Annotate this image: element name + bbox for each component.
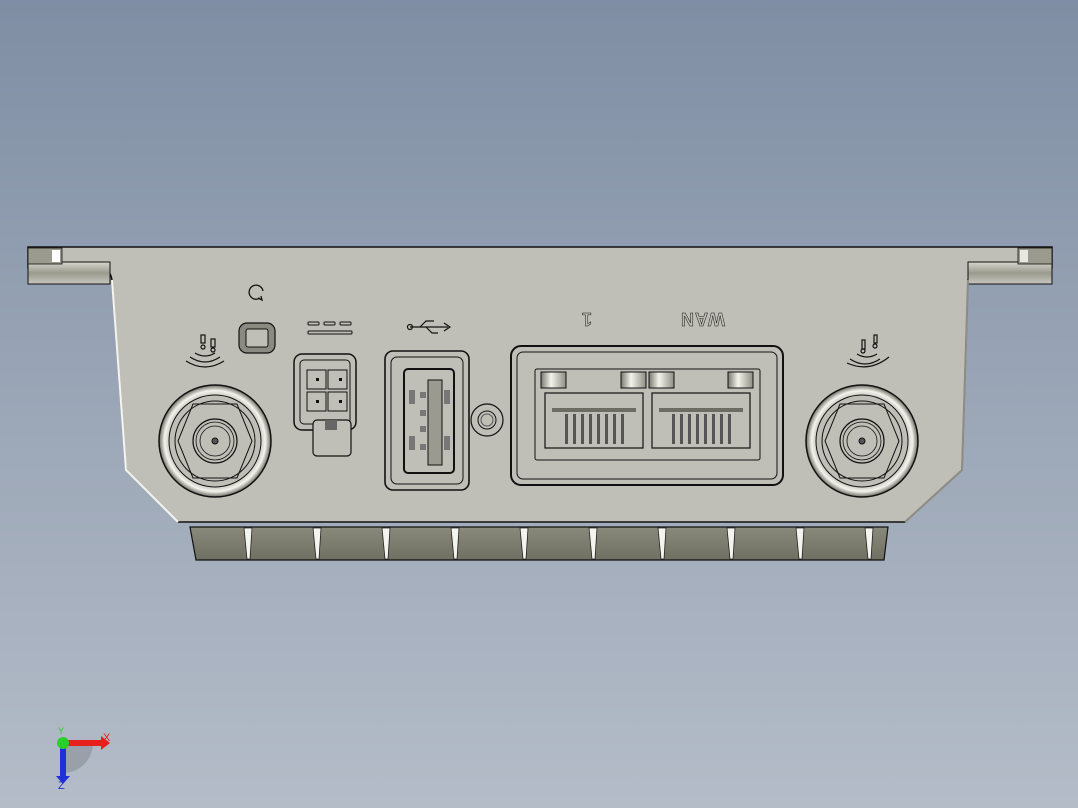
y-axis-icon xyxy=(57,737,69,749)
z-axis-label: Z xyxy=(58,780,65,792)
reset-icon xyxy=(248,284,264,302)
lan-1-label: 1 xyxy=(582,309,593,330)
dc-power-icon xyxy=(307,321,353,335)
usb-port[interactable] xyxy=(384,350,470,491)
ground-screw xyxy=(470,403,504,437)
y-axis-label: Y xyxy=(58,726,65,736)
dc-power-connector[interactable] xyxy=(293,353,357,457)
reset-button[interactable] xyxy=(238,322,276,354)
x-axis-icon xyxy=(63,740,101,746)
antenna-right-connector[interactable] xyxy=(805,384,919,498)
x-axis-label: X xyxy=(103,732,111,744)
antenna-icon xyxy=(185,334,225,368)
z-axis-icon xyxy=(60,743,66,777)
ethernet-block xyxy=(510,345,784,486)
cooling-fins xyxy=(189,526,889,561)
antenna-left-connector[interactable] xyxy=(158,384,272,498)
antenna-icon xyxy=(846,334,890,368)
lan-1-port[interactable] xyxy=(540,371,647,449)
wan-port[interactable] xyxy=(648,371,754,449)
wan-label: WAN xyxy=(680,309,726,330)
usb-icon xyxy=(406,320,452,334)
coordinate-triad: X Y Z xyxy=(48,726,128,798)
